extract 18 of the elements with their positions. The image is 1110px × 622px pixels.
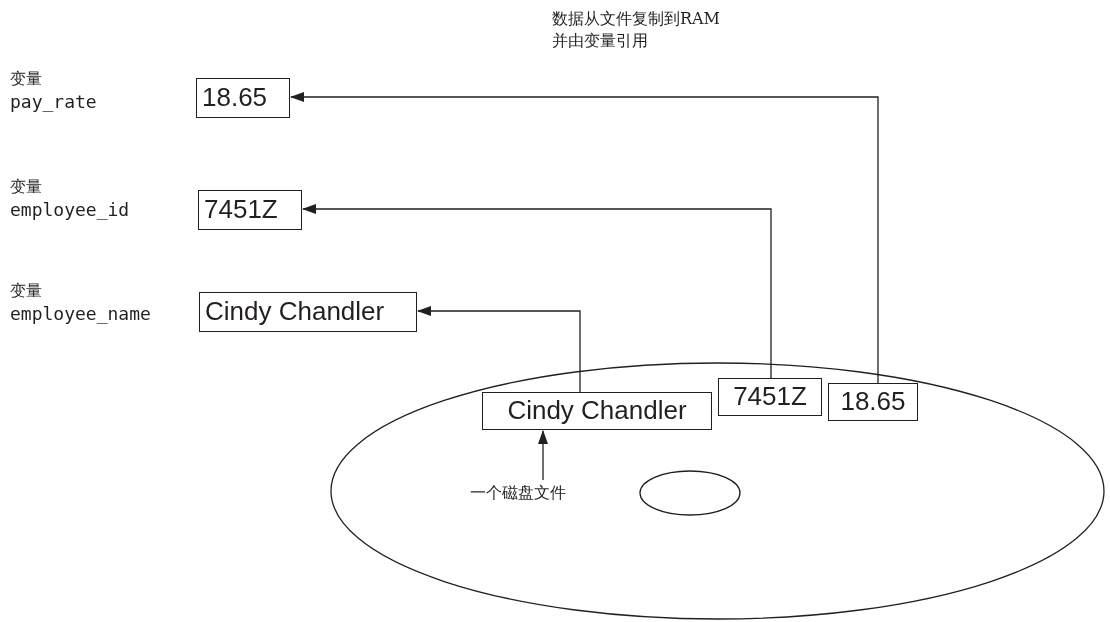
note-text: 数据从文件复制到RAM并由变量引用 <box>552 8 721 52</box>
arrow <box>417 306 581 393</box>
variable-caption: 变量 <box>10 176 43 198</box>
variable-box: 18.65 <box>196 78 290 118</box>
caption-text: 一个磁盘文件 <box>470 482 590 508</box>
variable-box: 7451Z <box>198 190 302 230</box>
variable-name: employee_id <box>10 198 130 222</box>
file-record-field: 7451Z <box>718 378 822 416</box>
variable-box: Cindy Chandler <box>199 292 417 332</box>
arrow <box>302 204 772 379</box>
variable-name: employee_name <box>10 302 151 326</box>
leader-arrow <box>538 430 548 481</box>
file-record-field: 18.65 <box>828 383 918 421</box>
variable-caption: 变量 <box>10 280 43 302</box>
variable-caption: 变量 <box>10 68 43 90</box>
arrow <box>290 92 879 384</box>
variable-name: pay_rate <box>10 90 97 114</box>
file-record-field: Cindy Chandler <box>482 392 712 430</box>
